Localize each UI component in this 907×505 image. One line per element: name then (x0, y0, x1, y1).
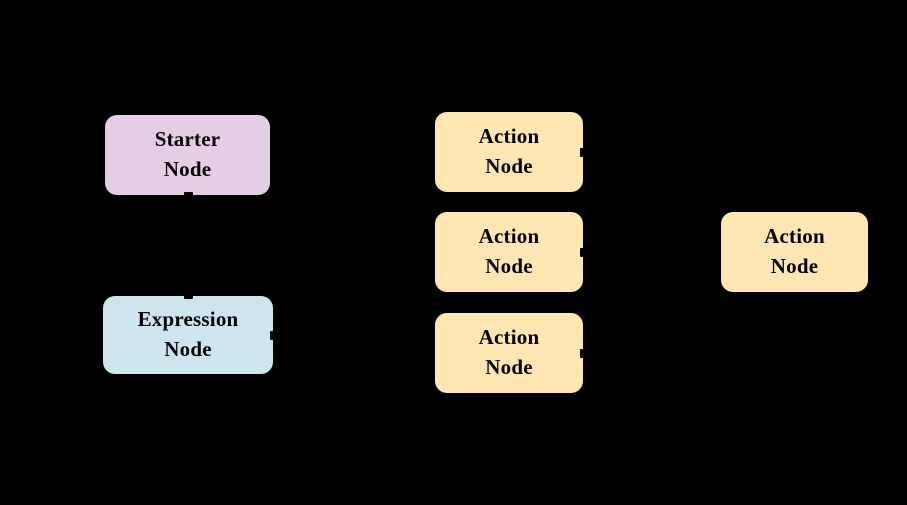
node-starter-label-line2: Node (163, 157, 212, 181)
node-expression-label-line2: Node (164, 337, 212, 361)
node-action-4-label-line2: Node (770, 254, 819, 278)
node-action-4[interactable]: Action Node (721, 212, 868, 292)
node-action-4-label-line1: Action (764, 224, 825, 249)
connection-port-right[interactable] (270, 331, 276, 340)
connection-port-top[interactable] (184, 294, 193, 299)
connection-port-bottom[interactable] (183, 192, 193, 198)
node-action-3-label-line1: Action (478, 325, 540, 350)
node-expression[interactable]: Expression Node (103, 294, 276, 374)
node-starter[interactable]: Starter Node (105, 115, 270, 198)
connection-port-right[interactable] (580, 349, 586, 358)
node-action-3[interactable]: Action Node (435, 313, 586, 393)
node-action-2-label-line2: Node (485, 254, 533, 278)
node-action-1-label-line1: Action (478, 124, 540, 149)
node-action-3-label-line2: Node (485, 355, 533, 379)
node-action-2[interactable]: Action Node (435, 212, 586, 292)
node-action-2-label-line1: Action (478, 224, 540, 249)
connection-port-right[interactable] (580, 148, 586, 157)
connection-port-right[interactable] (580, 248, 586, 257)
node-action-1-label-line2: Node (485, 154, 533, 178)
node-expression-label-line1: Expression (137, 307, 239, 332)
node-starter-label-line1: Starter (154, 127, 221, 152)
node-action-1[interactable]: Action Node (435, 112, 586, 192)
